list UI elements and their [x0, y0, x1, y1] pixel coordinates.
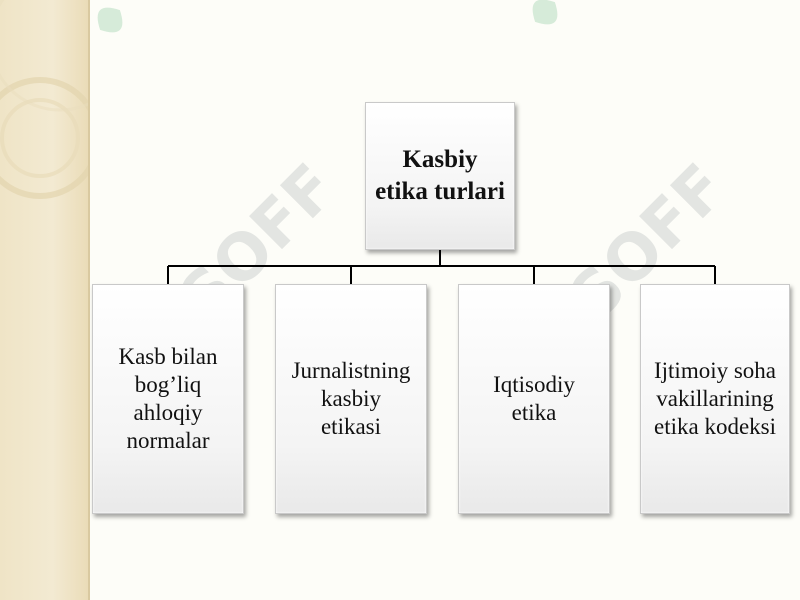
- child-node-3: Iqtisodiy etika: [458, 284, 610, 514]
- child-node-1: Kasb bilan bog’liq ahloqiy normalar: [92, 284, 244, 514]
- root-node: Kasbiy etika turlari: [365, 102, 515, 250]
- child-node-4-label: Ijtimoiy soha vakillarining etika kodeks…: [653, 358, 777, 439]
- child-node-2: Jurnalistning kasbiy etikasi: [275, 284, 427, 514]
- root-node-label: Kasbiy etika turlari: [375, 146, 505, 205]
- child-node-1-label: Kasb bilan bog’liq ahloqiy normalar: [118, 344, 218, 453]
- decorative-side-strip: [0, 0, 90, 600]
- child-node-2-label: Jurnalistning kasbiy etikasi: [291, 358, 411, 439]
- child-node-3-label: Iqtisodiy etika: [493, 372, 575, 425]
- child-node-4: Ijtimoiy soha vakillarining etika kodeks…: [640, 284, 790, 514]
- ornament-graphic: [0, 0, 88, 199]
